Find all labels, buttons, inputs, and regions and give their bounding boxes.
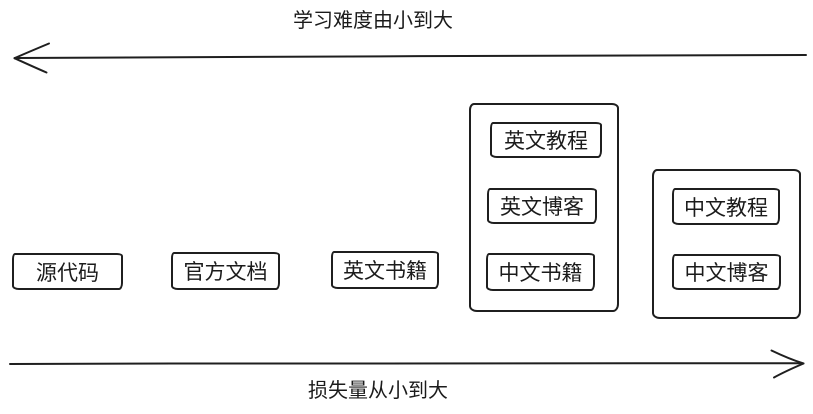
group-english-resources: 英文教程 英文博客 中文书籍	[469, 103, 619, 312]
bottom-axis-label: 损失量从小到大	[308, 380, 448, 402]
box-english-tutorials: 英文教程	[490, 122, 602, 158]
right-arrow	[9, 349, 805, 379]
top-axis-label: 学习难度由小到大	[293, 10, 453, 32]
group-chinese-resources: 中文教程 中文博客	[652, 169, 801, 319]
box-chinese-tutorials: 中文教程	[672, 188, 780, 225]
box-english-blogs: 英文博客	[487, 188, 597, 224]
box-chinese-blogs: 中文博客	[672, 254, 781, 290]
box-official-docs: 官方文档	[171, 252, 280, 290]
box-english-books: 英文书籍	[331, 251, 439, 289]
box-source-code: 源代码	[12, 253, 123, 290]
left-arrow	[13, 42, 807, 74]
box-chinese-books: 中文书籍	[486, 253, 595, 291]
